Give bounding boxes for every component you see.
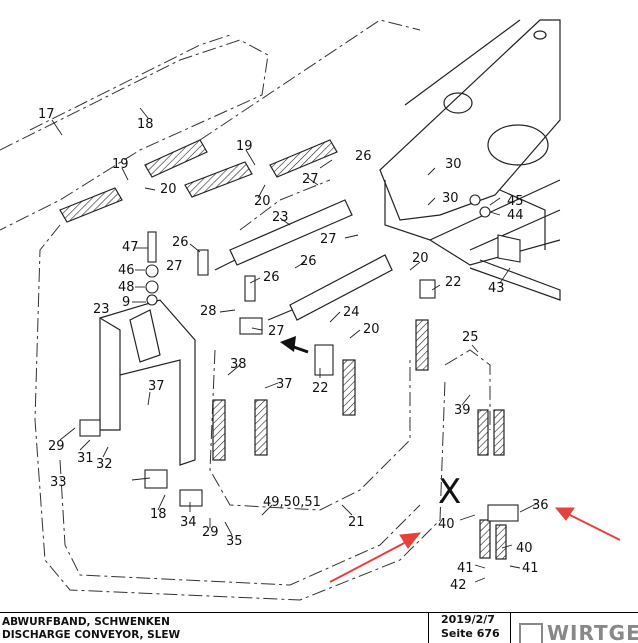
callout: 37 — [148, 379, 165, 394]
callout: 18 — [150, 507, 167, 522]
footer-date-cell: 2019/2/7 Seite 676 — [428, 613, 511, 643]
conveyor-frame — [379, 19, 561, 301]
callout: 27 — [268, 324, 285, 339]
hose-routing-lines — [0, 19, 491, 601]
callout: 46 — [118, 263, 135, 278]
callout: 38 — [230, 357, 247, 372]
callout: 19 — [112, 157, 129, 172]
callout: 49,50,51 — [263, 495, 321, 510]
leader-lines — [51, 107, 539, 583]
callout: 26 — [355, 149, 372, 164]
callout: 23 — [272, 210, 289, 225]
mounting-bracket — [99, 299, 196, 466]
callout: 42 — [450, 578, 467, 593]
callout: 36 — [532, 498, 549, 513]
detail-marker: X — [438, 472, 461, 512]
logo-mark — [519, 623, 543, 643]
callout: 47 — [122, 240, 139, 255]
callout: 19 — [236, 139, 253, 154]
callout: 24 — [343, 305, 360, 320]
callout: 35 — [226, 534, 243, 549]
footer-bar: ABWURFBAND, SCHWENKEN DISCHARGE CONVEYOR… — [0, 612, 638, 643]
callout: 23 — [93, 302, 110, 317]
callout: 20 — [160, 182, 177, 197]
callout: 43 — [488, 281, 505, 296]
callout: 39 — [454, 403, 471, 418]
callout: 9 — [122, 295, 130, 310]
callout: 37 — [276, 377, 293, 392]
hoses — [59, 139, 507, 560]
brand-name: WIRTGEN — [547, 621, 638, 643]
footer-page: Seite 676 — [441, 627, 500, 640]
callout: 31 — [77, 451, 94, 466]
callout: 30 — [445, 157, 462, 172]
callout: 28 — [200, 304, 217, 319]
callout: 33 — [50, 475, 67, 490]
brand-logo: WIRTGEN — [510, 613, 638, 643]
callout: 20 — [363, 322, 380, 337]
callout: 41 — [457, 561, 474, 576]
callout: 44 — [507, 208, 524, 223]
callout: 45 — [507, 194, 524, 209]
callout: 27 — [320, 232, 337, 247]
callout: 20 — [412, 251, 429, 266]
hydraulic-cylinders — [214, 199, 393, 321]
callout: 18 — [137, 117, 154, 132]
callout: 25 — [462, 330, 479, 345]
title-english: DISCHARGE CONVEYOR, SLEW — [2, 629, 181, 641]
callout: 27 — [166, 259, 183, 274]
callout: 29 — [202, 525, 219, 540]
callout: 22 — [312, 381, 329, 396]
callout: 21 — [348, 515, 365, 530]
annotation-arrows — [329, 507, 621, 583]
callout: 29 — [48, 439, 65, 454]
callout: 48 — [118, 280, 135, 295]
callout: 20 — [254, 194, 271, 209]
callout: 32 — [96, 457, 113, 472]
callout-labels: 17 18 19 20 19 20 26 27 26 23 27 30 30 4… — [38, 107, 549, 593]
callout: 22 — [445, 275, 462, 290]
callout: 34 — [180, 515, 197, 530]
callout: 40 — [516, 541, 533, 556]
callout: 26 — [300, 254, 317, 269]
callout: 26 — [263, 270, 280, 285]
callout: 30 — [442, 191, 459, 206]
callout: 26 — [172, 235, 189, 250]
footer-title: ABWURFBAND, SCHWENKEN DISCHARGE CONVEYOR… — [2, 616, 180, 642]
callout: 41 — [522, 561, 539, 576]
small-parts — [79, 194, 521, 522]
callout: 27 — [302, 172, 319, 187]
footer-date: 2019/2/7 — [441, 613, 495, 626]
flow-arrow — [280, 336, 309, 354]
title-german: ABWURFBAND, SCHWENKEN — [2, 616, 170, 628]
callout: 40 — [438, 517, 455, 532]
callout: 17 — [38, 107, 55, 122]
